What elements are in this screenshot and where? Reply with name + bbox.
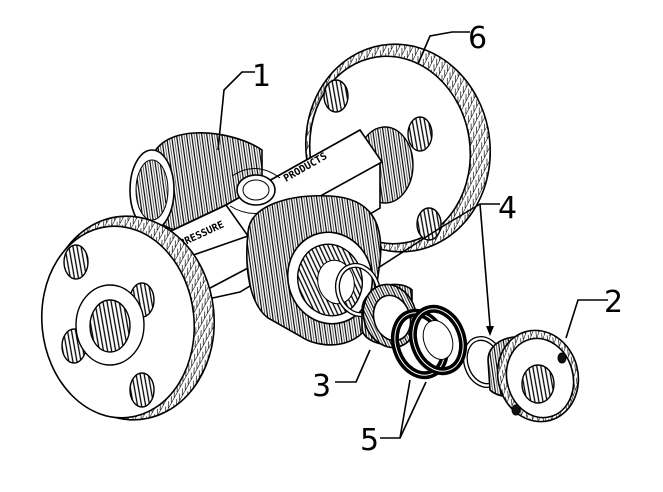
main-body bbox=[129, 128, 384, 346]
callout-1: 1 bbox=[252, 59, 271, 94]
seat-ring bbox=[361, 283, 418, 349]
bolt-hole bbox=[407, 116, 433, 152]
callout-5: 5 bbox=[360, 423, 379, 458]
callout-4: 4 bbox=[498, 191, 517, 226]
front-flange bbox=[40, 215, 216, 421]
packing-rings bbox=[390, 304, 468, 380]
gland-fitting bbox=[487, 329, 580, 423]
leader-lines bbox=[217, 31, 608, 439]
bolt-hole bbox=[323, 79, 349, 113]
callout-2: 2 bbox=[604, 285, 623, 320]
bolt-hole bbox=[63, 244, 89, 280]
callout-3: 3 bbox=[312, 369, 331, 404]
callout-6: 6 bbox=[468, 21, 487, 56]
bolt-hole bbox=[129, 372, 155, 408]
